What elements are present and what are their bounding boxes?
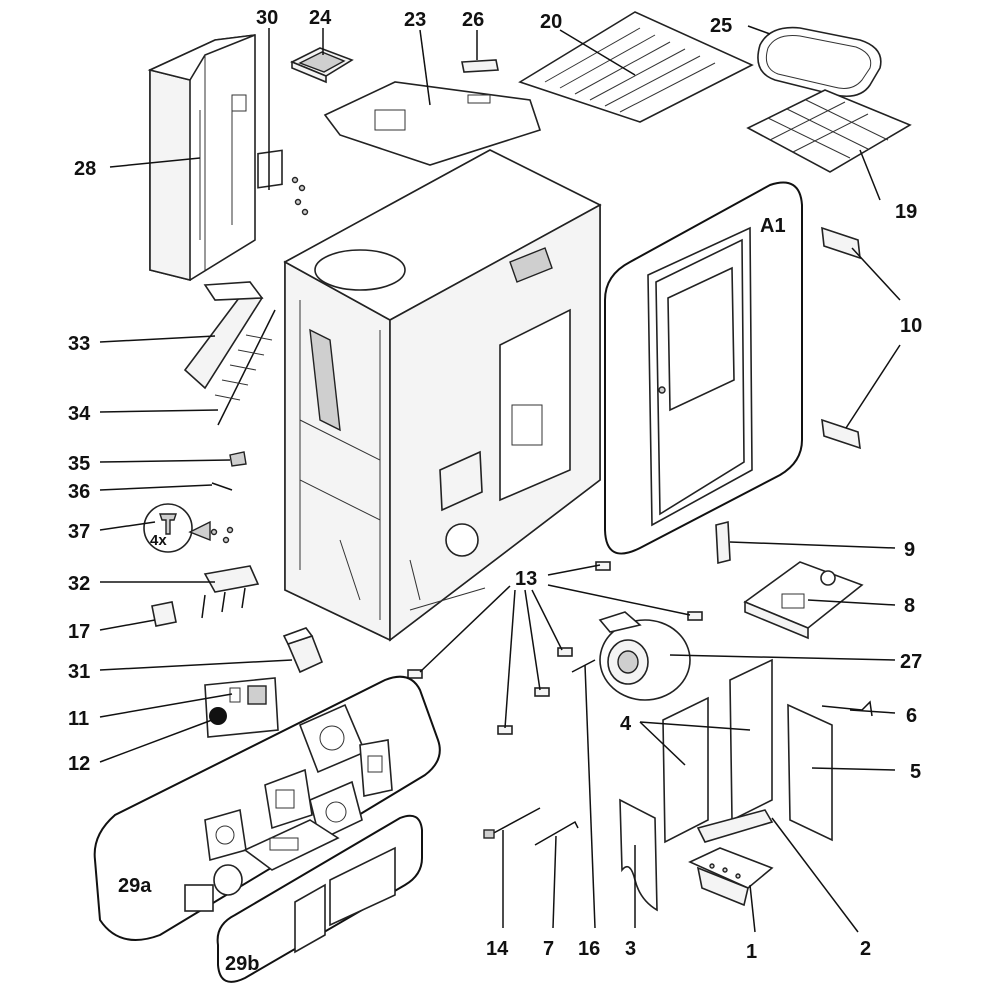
label-4: 4	[620, 713, 632, 735]
stove-body	[283, 149, 602, 642]
part-24-control-unit	[290, 47, 354, 84]
part-16-pin	[571, 659, 596, 673]
part-10-hinge-bottom	[821, 418, 861, 450]
label-10: 10	[900, 315, 922, 337]
part-29a-gasket-set	[93, 675, 441, 941]
label-16: 16	[578, 938, 600, 960]
label-37: 37	[68, 521, 90, 543]
labels: 30 24 23 26 20 25 28 19 A1 10 33 34 35 3…	[68, 7, 922, 975]
label-2: 2	[860, 938, 871, 960]
label-a1: A1	[760, 215, 786, 237]
label-6: 6	[906, 705, 917, 727]
label-3: 3	[625, 938, 636, 960]
label-33: 33	[68, 333, 90, 355]
label-19: 19	[895, 201, 917, 223]
part-3-shield	[619, 798, 658, 912]
part-33-auger-tube	[183, 281, 264, 390]
label-29a: 29a	[118, 875, 152, 897]
part-25-gasket	[757, 26, 882, 98]
label-8: 8	[904, 595, 915, 617]
part-7-rod	[534, 820, 579, 846]
part-30-plate	[257, 149, 309, 216]
part-12-knob	[209, 707, 227, 725]
label-35: 35	[68, 453, 90, 475]
part-4-panel-a	[662, 696, 709, 844]
label-29b: 29b	[225, 953, 259, 975]
label-34: 34	[68, 403, 91, 425]
label-13: 13	[515, 568, 537, 590]
part-14-probe	[483, 807, 541, 839]
part-10-hinge-top	[821, 226, 861, 260]
part-8-base-tray	[743, 561, 864, 640]
part-26-grille	[461, 59, 499, 73]
label-30: 30	[256, 7, 278, 29]
part-32-bracket	[201, 565, 260, 619]
leader-lines	[99, 25, 901, 933]
part-28-side-panel	[147, 34, 256, 282]
part-4-panel-b	[729, 658, 773, 822]
label-31: 31	[68, 661, 90, 683]
part-23-top-cover	[323, 81, 542, 166]
qty-4x-text: 4x	[150, 532, 167, 549]
part-5-panel	[787, 703, 833, 842]
label-26: 26	[462, 9, 484, 31]
part-29b-gasket	[216, 814, 423, 983]
label-7: 7	[543, 938, 554, 960]
label-25: 25	[710, 15, 732, 37]
part-36-pin	[211, 482, 233, 491]
part-27-fan	[598, 611, 691, 701]
label-23: 23	[404, 9, 426, 31]
label-14: 14	[486, 938, 509, 960]
label-36: 36	[68, 481, 90, 503]
label-17: 17	[68, 621, 90, 643]
label-27: 27	[900, 651, 922, 673]
label-11: 11	[68, 708, 89, 730]
label-28: 28	[74, 158, 96, 180]
part-37-screw-callout: 4x	[143, 503, 234, 553]
label-9: 9	[904, 539, 915, 561]
part-6-rod	[821, 700, 873, 717]
label-20: 20	[540, 11, 562, 33]
label-5: 5	[910, 761, 921, 783]
part-31-motor	[282, 627, 324, 674]
part-9-sensor	[715, 520, 731, 565]
label-1: 1	[746, 941, 757, 963]
part-1-burn-pot	[688, 847, 774, 907]
part-34-auger-screw	[214, 309, 276, 426]
label-24: 24	[309, 7, 332, 29]
part-35-clip	[229, 451, 247, 467]
label-12: 12	[68, 753, 90, 775]
part-a1-door-group	[604, 181, 803, 555]
part-2-bracket	[696, 809, 774, 843]
label-32: 32	[68, 573, 90, 595]
part-17-switch	[151, 601, 177, 627]
part-19-filter-grid	[746, 89, 912, 173]
